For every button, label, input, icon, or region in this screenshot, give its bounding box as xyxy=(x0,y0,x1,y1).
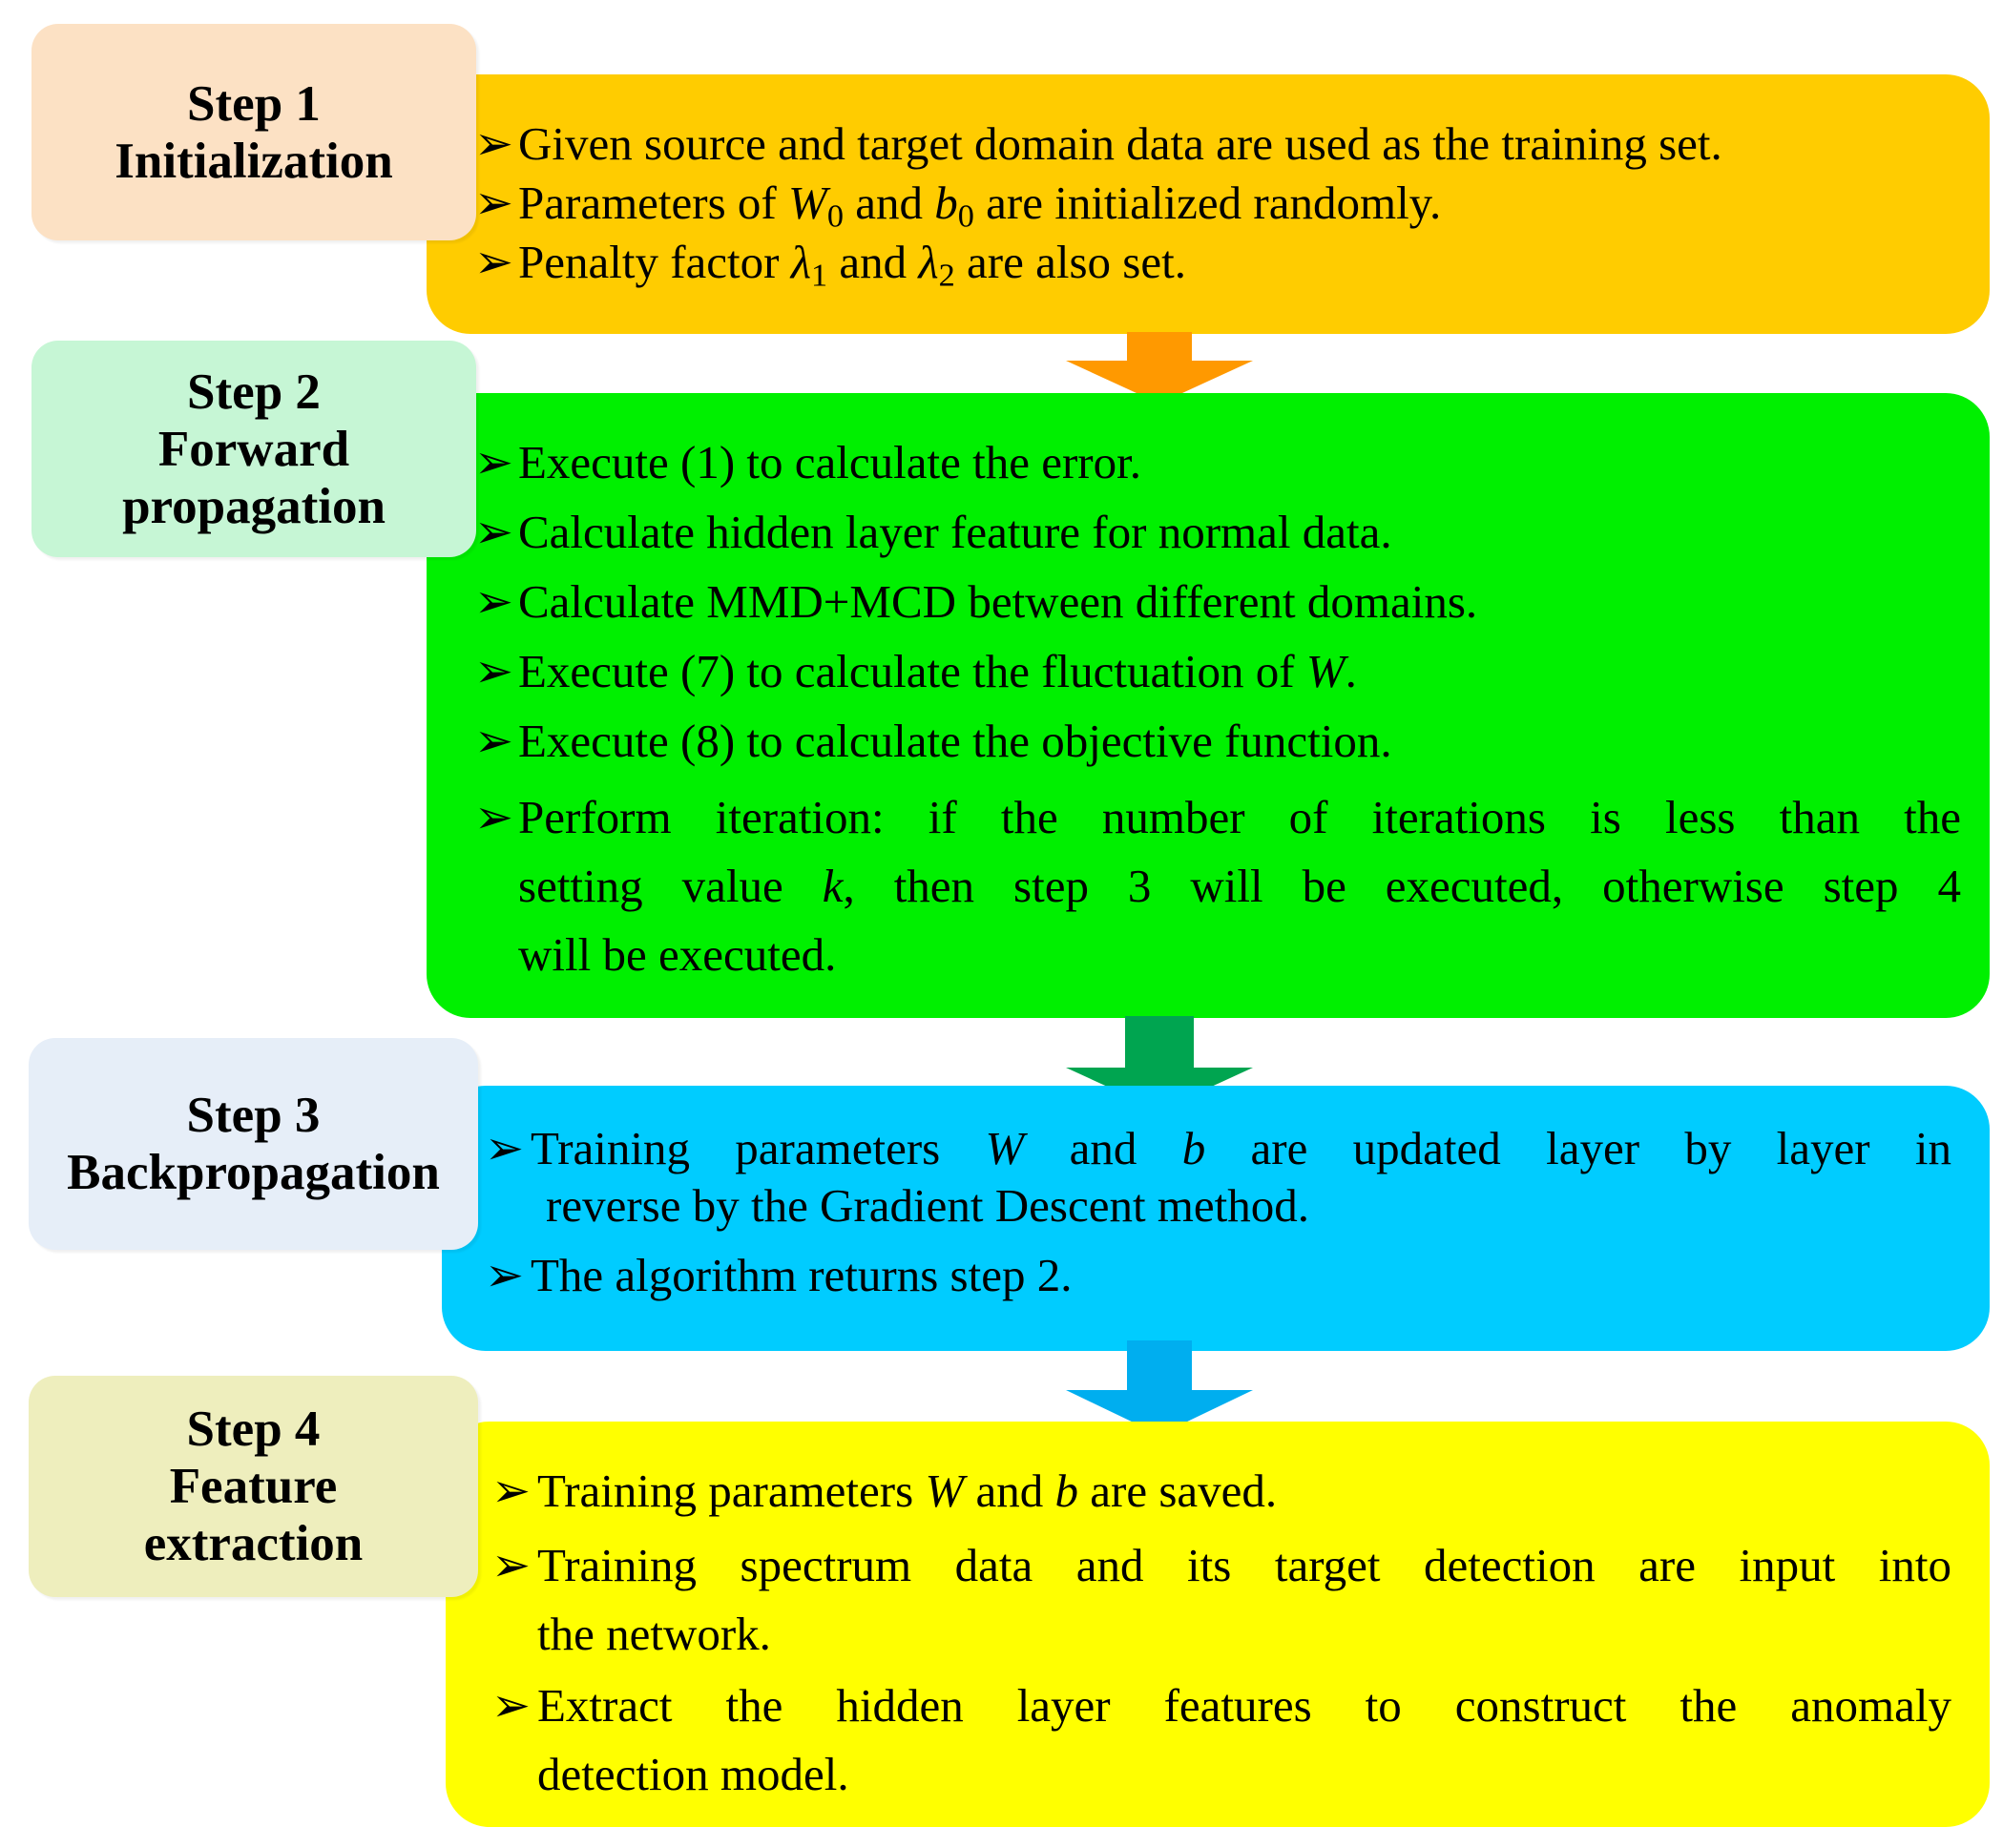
step4-name-line1: Feature xyxy=(169,1459,338,1514)
step2-bullet-4: ➢ Execute (7) to calculate the fluctuati… xyxy=(474,645,1357,697)
step4-bullet-3: ➢ Extract the hidden layer features to c… xyxy=(491,1672,1951,1809)
step2-bullet-1: ➢ Execute (1) to calculate the error. xyxy=(474,436,1141,488)
step2-bullet-3: ➢ Calculate MMD+MCD between different do… xyxy=(474,575,1478,628)
step1-label: Step 1 Initialization xyxy=(31,24,476,240)
step1-bullet-3: ➢ Penalty factor λ1 and λ2 are also set. xyxy=(474,236,1186,294)
down-arrow-1 xyxy=(1066,332,1253,404)
step2-bullet-6: ➢ Perform iteration: if the number of it… xyxy=(474,783,1961,989)
bullet-arrow-icon: ➢ xyxy=(491,1539,532,1591)
step3-label: Step 3 Backpropagation xyxy=(29,1038,478,1250)
bullet-arrow-icon: ➢ xyxy=(491,1679,532,1732)
step2-name-line1: Forward xyxy=(157,421,350,477)
step2-title: Step 2 xyxy=(187,363,321,420)
step1-title: Step 1 xyxy=(187,75,321,132)
step4-bullet-1: ➢ Training parameters W and b are saved. xyxy=(491,1464,1278,1517)
step1-bullet-1: ➢ Given source and target domain data ar… xyxy=(474,116,1961,171)
step1-bullet-2: ➢ Parameters of W0 and b0 are initialize… xyxy=(474,176,1442,235)
step3-content-box: ➢ Training parameters W and b are update… xyxy=(442,1086,1990,1351)
step1-content-box: ➢ Given source and target domain data ar… xyxy=(427,74,1990,334)
step3-title: Step 3 xyxy=(186,1088,321,1143)
step4-title: Step 4 xyxy=(186,1402,321,1457)
bullet-arrow-icon: ➢ xyxy=(474,715,514,767)
bullet-arrow-icon: ➢ xyxy=(474,117,514,170)
down-arrow-3 xyxy=(1066,1340,1253,1435)
bullet-arrow-icon: ➢ xyxy=(474,645,514,697)
step4-label: Step 4 Feature extraction xyxy=(29,1376,478,1597)
bullet-arrow-icon: ➢ xyxy=(474,791,514,843)
step2-bullet-2: ➢ Calculate hidden layer feature for nor… xyxy=(474,506,1392,558)
step4-bullet-2: ➢ Training spectrum data and its target … xyxy=(491,1531,1951,1669)
step4-name-line2: extraction xyxy=(143,1516,364,1571)
step4-content-box: ➢ Training parameters W and b are saved.… xyxy=(446,1422,1990,1827)
step3-name: Backpropagation xyxy=(67,1145,440,1200)
bullet-arrow-icon: ➢ xyxy=(474,176,514,229)
bullet-arrow-icon: ➢ xyxy=(491,1464,532,1517)
step3-bullet-1: ➢ Training parameters W and b are update… xyxy=(485,1122,1951,1232)
bullet-arrow-icon: ➢ xyxy=(485,1249,525,1301)
step2-label: Step 2 Forward propagation xyxy=(31,341,476,557)
bullet-text: Given source and target domain data are … xyxy=(518,117,1722,170)
bullet-arrow-icon: ➢ xyxy=(485,1122,525,1174)
bullet-arrow-icon: ➢ xyxy=(474,236,514,288)
step2-name-line2: propagation xyxy=(122,478,386,534)
step1-name: Initialization xyxy=(115,133,393,189)
bullet-arrow-icon: ➢ xyxy=(474,506,514,558)
bullet-arrow-icon: ➢ xyxy=(474,436,514,488)
step2-bullet-5: ➢ Execute (8) to calculate the objective… xyxy=(474,715,1392,767)
bullet-arrow-icon: ➢ xyxy=(474,575,514,628)
step3-bullet-2: ➢ The algorithm returns step 2. xyxy=(485,1249,1073,1301)
step2-content-box: ➢ Execute (1) to calculate the error. ➢ … xyxy=(427,393,1990,1018)
